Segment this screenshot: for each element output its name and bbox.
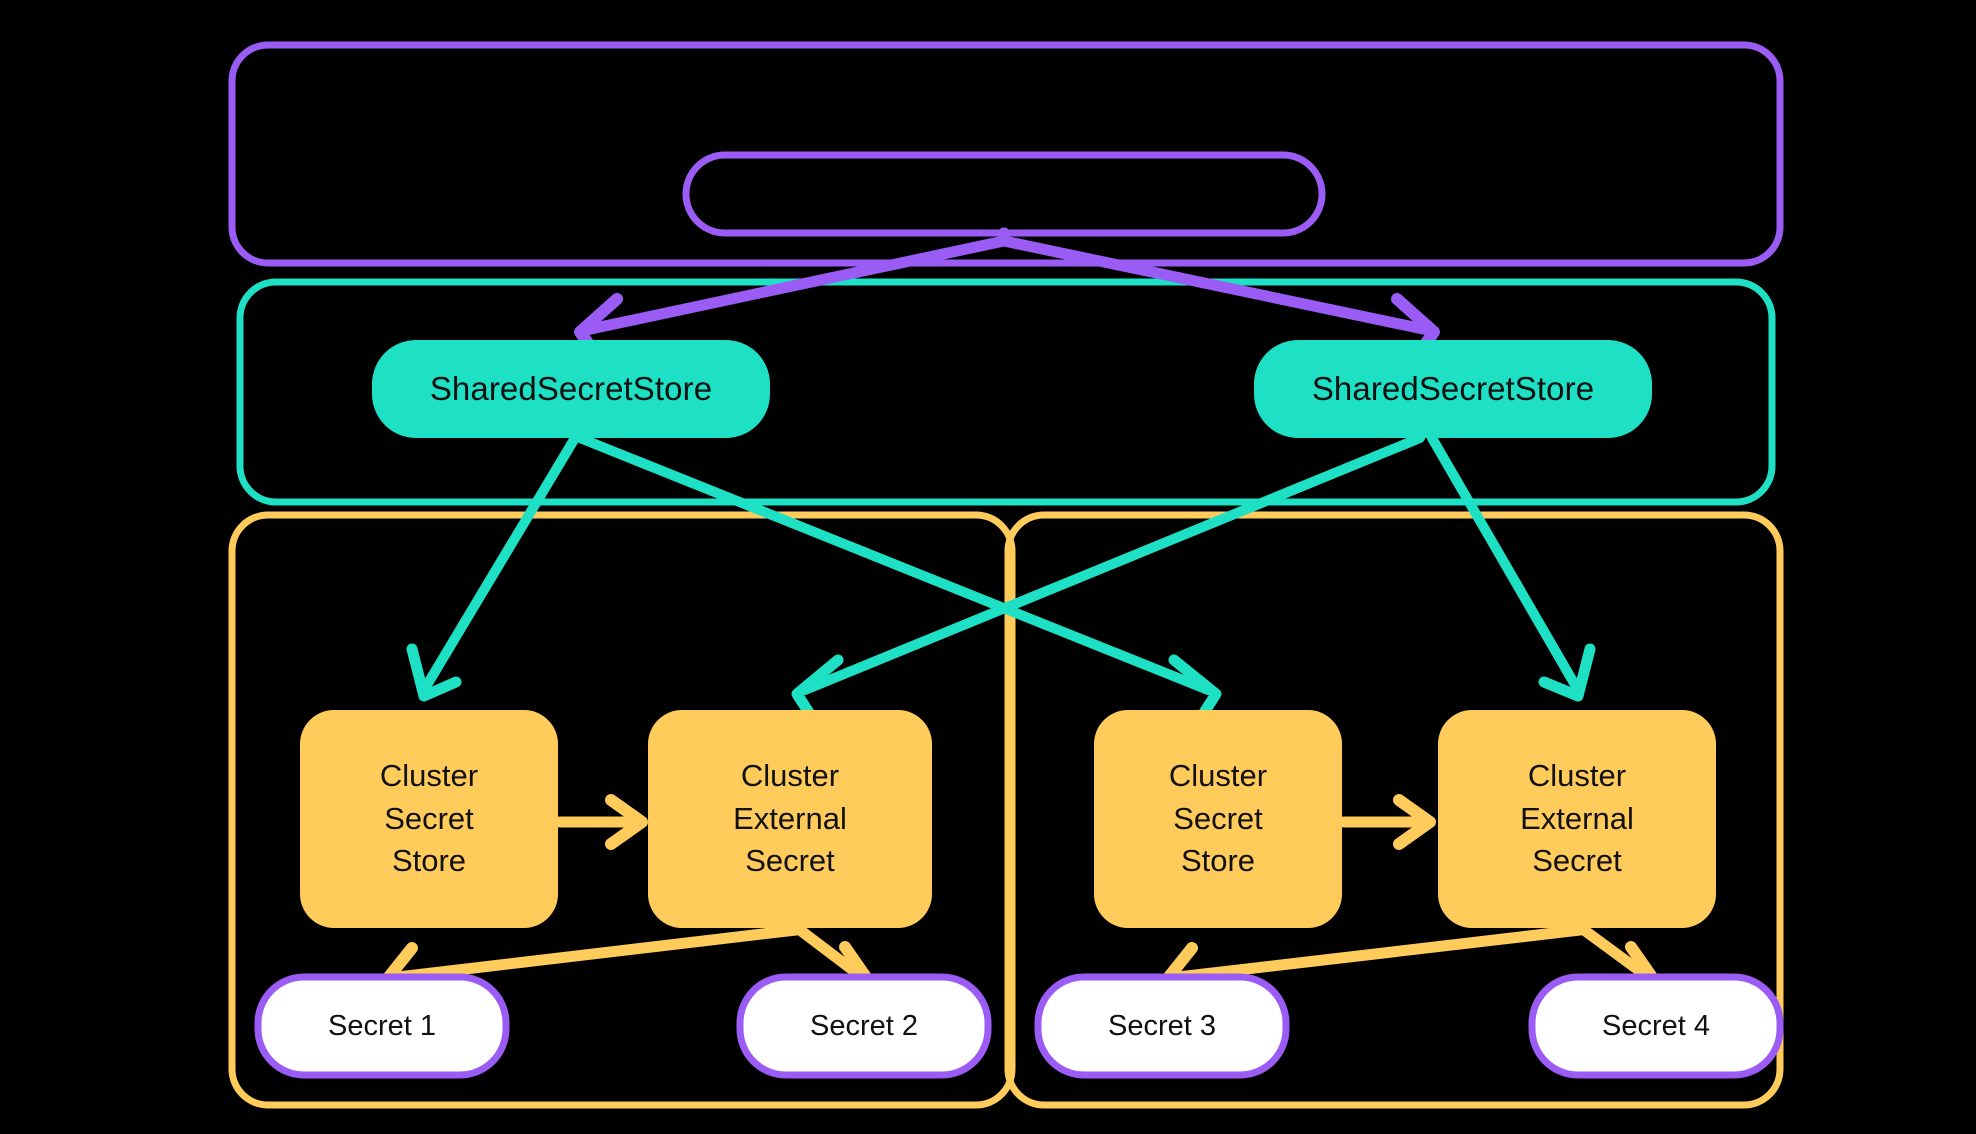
secret-1-node[interactable]	[254, 973, 510, 1079]
outer-purple-container[interactable]	[228, 41, 1784, 267]
teal-container[interactable]	[236, 278, 1776, 506]
edge-css-right-to-ces-right	[1338, 794, 1436, 850]
edge-css-left-to-ces-left	[554, 794, 648, 850]
amber-cluster-right[interactable]	[1004, 511, 1784, 1109]
cluster-secret-store-left[interactable]	[300, 710, 558, 928]
cluster-external-secret-left[interactable]	[648, 710, 932, 928]
edge-inner-to-shared-left	[574, 227, 1010, 360]
inner-purple-node[interactable]	[682, 151, 1326, 237]
edge-shared-left-to-css-right	[575, 433, 1222, 728]
cluster-external-secret-right[interactable]	[1438, 710, 1716, 928]
edge-shared-right-to-ces-left	[791, 433, 1425, 728]
secret-3-node[interactable]	[1034, 973, 1290, 1079]
amber-cluster-left[interactable]	[228, 511, 1016, 1109]
cluster-secret-store-right[interactable]	[1094, 710, 1342, 928]
secret-4-node[interactable]	[1528, 973, 1784, 1079]
shared-secret-store-left[interactable]	[372, 340, 770, 438]
secret-2-node[interactable]	[736, 973, 992, 1079]
edge-shared-left-to-css-left	[406, 433, 580, 702]
edge-inner-to-shared-right	[998, 227, 1440, 360]
edge-shared-right-to-ces-right	[1427, 433, 1596, 702]
shared-secret-store-right[interactable]	[1254, 340, 1652, 438]
